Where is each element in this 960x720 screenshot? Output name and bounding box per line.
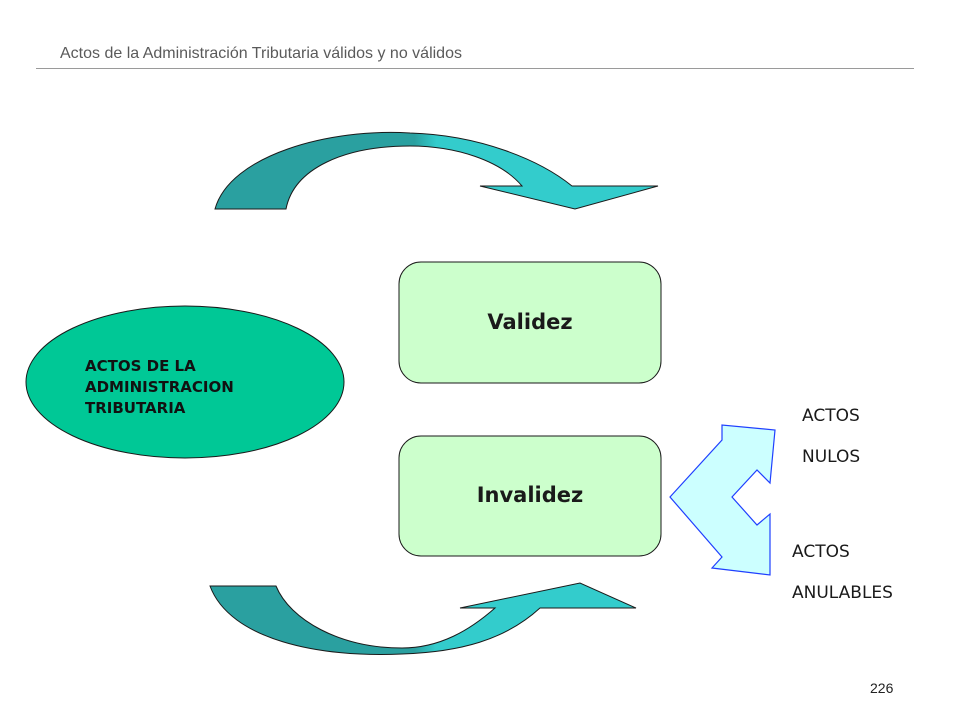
slide-title: Actos de la Administración Tributaria vá… [60, 45, 462, 62]
ellipse-label-line: ADMINISTRACION [85, 378, 234, 396]
validez-box [398, 261, 662, 384]
administration-acts-ellipse [25, 305, 345, 459]
ellipse-label-line: TRIBUTARIA [85, 399, 186, 417]
outcome-line: ACTOS [802, 406, 860, 426]
invalidez-box [398, 435, 662, 557]
outcome-line: ACTOS [792, 542, 850, 562]
ellipse-label: ACTOS DE LA ADMINISTRACION TRIBUTARIA [85, 356, 234, 419]
ellipse-label-line: ACTOS DE LA [85, 357, 196, 375]
outcome-line: ANULABLES [792, 583, 893, 603]
actos-anulables-label: ACTOS ANULABLES [792, 532, 893, 614]
title-divider [36, 68, 914, 69]
actos-nulos-label: ACTOS NULOS [802, 396, 860, 478]
top-curved-arrow [214, 131, 659, 210]
bottom-curved-arrow [209, 582, 637, 655]
page-number: 226 [870, 680, 894, 696]
split-arrow [669, 424, 776, 576]
invalidez-label: Invalidez [476, 483, 584, 507]
outcome-line: NULOS [802, 447, 861, 467]
validez-label: Validez [487, 310, 573, 334]
